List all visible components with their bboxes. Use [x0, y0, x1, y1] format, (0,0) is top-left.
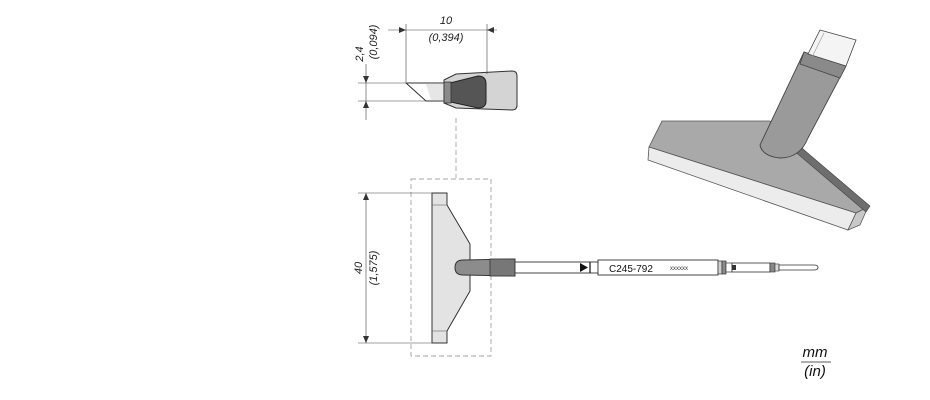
- cartridge-code: C245-792: [609, 264, 653, 275]
- thickness-in-label: (0,094): [368, 24, 380, 59]
- thickness-dimension: 2,4 (0,094): [354, 24, 426, 120]
- side-view-collar: [443, 81, 452, 104]
- cartridge-pin: [778, 264, 819, 271]
- isometric-view: [647, 29, 871, 231]
- side-view-stem: [445, 75, 487, 109]
- length-mm-label: 10: [440, 15, 453, 27]
- thickness-mm-label: 2,4: [354, 46, 366, 62]
- length-dimension: 10 (0,394): [388, 15, 497, 82]
- width-dimension: 40 (1,575): [353, 192, 432, 344]
- side-view: [404, 70, 518, 111]
- side-view-blade-shade: [426, 84, 444, 100]
- width-mm-label: 40: [353, 261, 365, 274]
- width-in-label: (1,575): [368, 250, 380, 285]
- length-in-label: (0,394): [429, 32, 464, 44]
- units-secondary: (in): [804, 363, 826, 380]
- front-view: C245-792 xxxxxx: [410, 178, 819, 357]
- direction-marker: [580, 263, 588, 272]
- units-primary: mm: [803, 344, 828, 361]
- iso-shank: [759, 51, 847, 159]
- iso-tube: [807, 29, 857, 67]
- units-legend: mm (in): [801, 344, 831, 380]
- cartridge-serial: xxxxxx: [670, 266, 688, 272]
- front-view-blade: [431, 192, 471, 344]
